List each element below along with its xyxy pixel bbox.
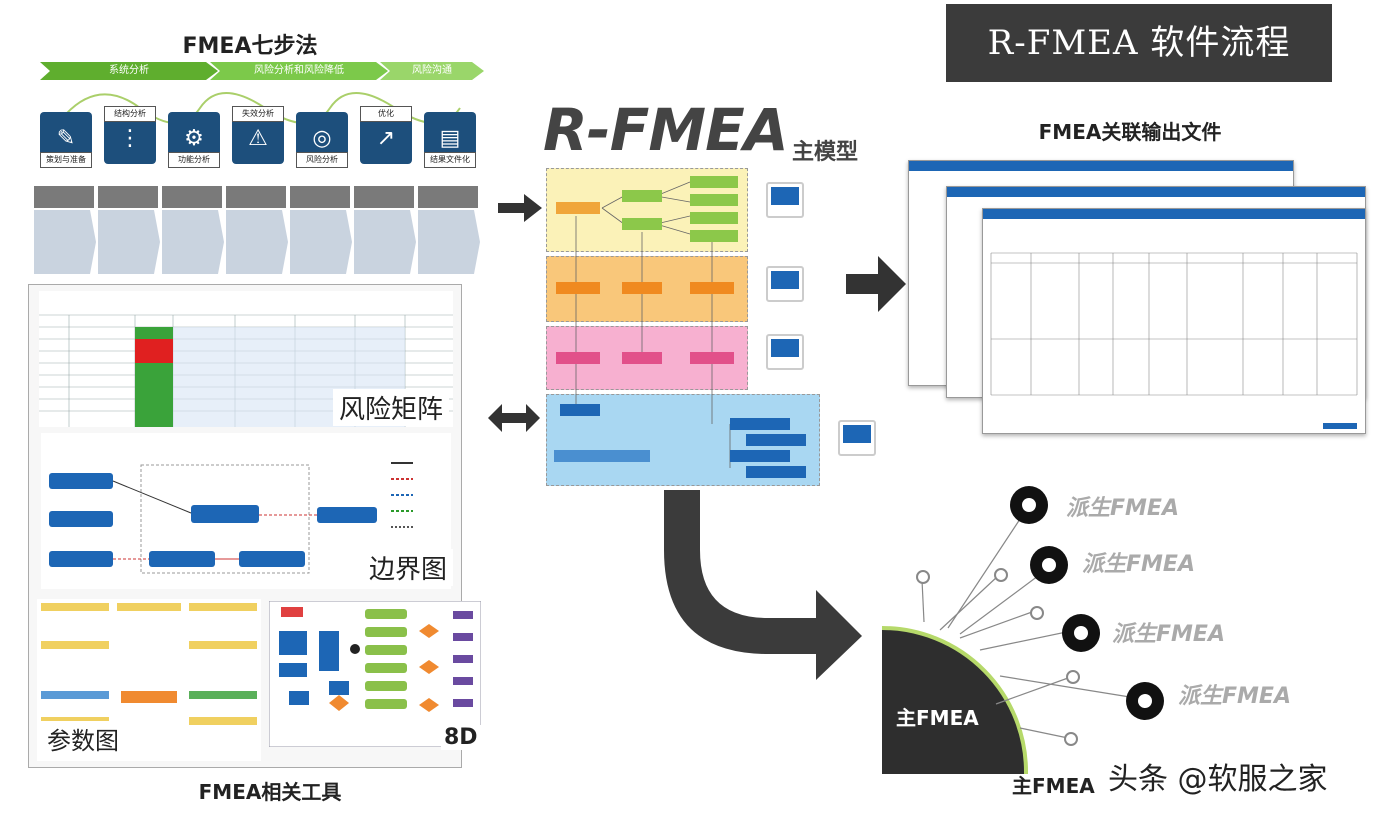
step-label: 功能分析 xyxy=(168,152,220,168)
derive-connectors xyxy=(921,509,1137,739)
step-body xyxy=(34,210,96,274)
step-body xyxy=(162,210,224,274)
seven-step-title: FMEA七步法 xyxy=(182,34,318,59)
model-node[interactable] xyxy=(730,450,790,462)
boundary-label: 边界图 xyxy=(363,549,454,586)
tools-title: FMEA相关工具 xyxy=(198,780,342,804)
step-header xyxy=(162,186,222,208)
step-body xyxy=(418,210,480,274)
derived-label: 派生FMEA xyxy=(1066,496,1179,521)
step-header xyxy=(98,186,158,208)
computer-icon xyxy=(766,334,804,370)
step-body xyxy=(354,210,416,274)
derived-label: 派生FMEA xyxy=(1112,622,1225,647)
connector-dot xyxy=(994,568,1008,582)
phase-chevron: 风险沟通 xyxy=(380,62,484,80)
double-arrow-icon xyxy=(488,404,540,432)
arrow-right-icon xyxy=(498,194,542,222)
derived-ring-icon xyxy=(1126,682,1164,720)
model-title: R-FMEA xyxy=(543,96,789,164)
phase-label: 风险沟通 xyxy=(412,65,452,76)
step-label: 优化 xyxy=(360,106,412,122)
model-node[interactable] xyxy=(622,218,662,230)
phase-chevron: 系统分析 xyxy=(40,62,218,80)
step-header xyxy=(354,186,414,208)
step-header xyxy=(418,186,478,208)
model-node[interactable] xyxy=(622,282,662,294)
step-label: 结构分析 xyxy=(104,106,156,122)
step-label: 失效分析 xyxy=(232,106,284,122)
model-node[interactable] xyxy=(622,352,662,364)
model-node[interactable] xyxy=(690,212,738,224)
step-label: 风险分析 xyxy=(296,152,348,168)
phase-label: 系统分析 xyxy=(109,65,149,76)
derived-ring-icon xyxy=(1030,546,1068,584)
model-node[interactable] xyxy=(622,190,662,202)
connector-dot xyxy=(916,570,930,584)
step-header xyxy=(34,186,94,208)
model-node[interactable] xyxy=(746,466,806,478)
model-node[interactable] xyxy=(690,282,734,294)
output-title: FMEA关联输出文件 xyxy=(1038,120,1222,144)
model-node[interactable] xyxy=(554,450,650,462)
model-node[interactable] xyxy=(730,418,790,430)
output-table xyxy=(990,252,1358,429)
step-label: 结果文件化 xyxy=(424,152,476,168)
model-node[interactable] xyxy=(690,194,738,206)
model-node[interactable] xyxy=(690,176,738,188)
main-fmea-shape xyxy=(881,626,1029,774)
step-body xyxy=(290,210,352,274)
connector-dot xyxy=(1066,670,1080,684)
model-node[interactable] xyxy=(556,202,600,214)
phase-label: 风险分析和风险降低 xyxy=(254,65,344,76)
step-label: 策划与准备 xyxy=(40,152,92,168)
computer-icon xyxy=(766,182,804,218)
derived-label: 派生FMEA xyxy=(1178,684,1291,709)
derived-label: 派生FMEA xyxy=(1082,552,1195,577)
risk-matrix-label: 风险矩阵 xyxy=(333,389,450,426)
model-node[interactable] xyxy=(746,434,806,446)
watermark: 头条 @软服之家 xyxy=(1108,762,1328,797)
step-header xyxy=(290,186,350,208)
step-header xyxy=(226,186,286,208)
main-fmea-label: 主FMEA xyxy=(896,706,979,730)
phase-chevron: 风险分析和风险降低 xyxy=(210,62,388,80)
computer-icon xyxy=(766,266,804,302)
model-node[interactable] xyxy=(690,352,734,364)
computer-icon xyxy=(838,420,876,456)
model-subtitle: 主模型 xyxy=(792,140,859,165)
eightd-label: 8D xyxy=(441,725,481,750)
model-node[interactable] xyxy=(690,230,738,242)
arrow-right-icon xyxy=(846,256,906,312)
output-window xyxy=(982,208,1366,434)
bottom-main-fmea-label: 主FMEA xyxy=(1012,774,1095,798)
connector-dot xyxy=(1030,606,1044,620)
model-node[interactable] xyxy=(560,404,600,416)
derived-ring-icon xyxy=(1062,614,1100,652)
curved-arrow-icon xyxy=(664,490,862,680)
tools-panel: 风险矩阵 边界图 参数 xyxy=(28,284,481,768)
model-node[interactable] xyxy=(556,352,600,364)
derived-ring-icon xyxy=(1010,486,1048,524)
model-node[interactable] xyxy=(556,282,600,294)
title-banner: R-FMEA 软件流程 xyxy=(946,4,1332,82)
step-body xyxy=(226,210,288,274)
connector-dot xyxy=(1064,732,1078,746)
eightd-diagram xyxy=(269,601,481,747)
param-label: 参数图 xyxy=(41,721,125,756)
step-body xyxy=(98,210,160,274)
